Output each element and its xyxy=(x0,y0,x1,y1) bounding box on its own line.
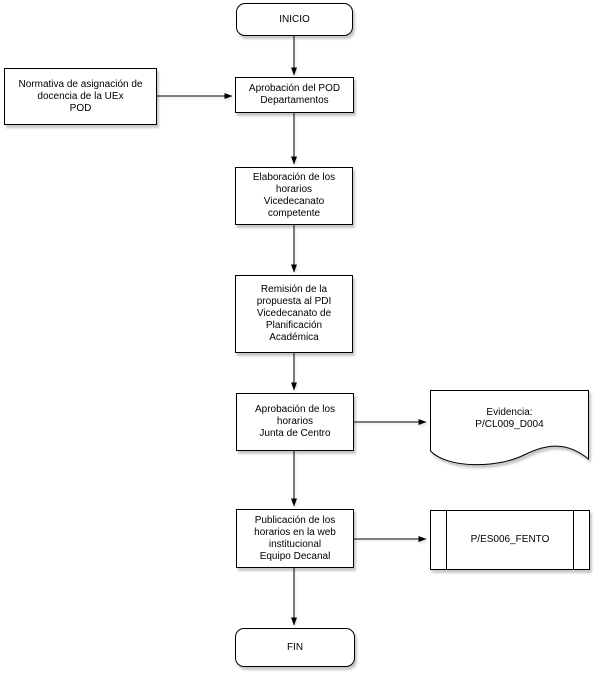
node-fento-label: P/ES006_FENTO xyxy=(470,534,550,545)
node-normativa-pod-label: Normativa de asignación de docencia de l… xyxy=(18,78,143,114)
node-fento: P/ES006_FENTO xyxy=(430,510,590,570)
node-remision-propuesta-label: Remisión de la propuesta al PDI Vicedeca… xyxy=(256,284,332,343)
node-fin: FIN xyxy=(235,628,355,667)
node-elaboracion-horarios-label: Elaboración de los horarios Vicedecanato… xyxy=(252,172,336,219)
node-inicio-label: INICIO xyxy=(279,13,310,25)
node-evidencia: Evidencia: P/CL009_D004 xyxy=(430,390,589,466)
node-aprobacion-horarios: Aprobación de los horarios Junta de Cent… xyxy=(236,393,354,451)
node-aprobacion-pod-label: Aprobación del POD Departamentos xyxy=(248,83,341,106)
node-fin-label: FIN xyxy=(286,641,304,653)
node-elaboracion-horarios: Elaboración de los horarios Vicedecanato… xyxy=(235,167,353,225)
predefined-process-right-bar xyxy=(573,511,574,569)
node-aprobacion-horarios-label: Aprobación de los horarios Junta de Cent… xyxy=(254,404,336,439)
node-publicacion-horarios: Publicación de los horarios en la web in… xyxy=(236,509,354,568)
document-shape xyxy=(430,390,589,466)
node-normativa-pod: Normativa de asignación de docencia de l… xyxy=(4,68,157,125)
node-remision-propuesta: Remisión de la propuesta al PDI Vicedeca… xyxy=(235,275,353,353)
predefined-process-left-bar xyxy=(446,511,447,569)
node-inicio: INICIO xyxy=(236,3,353,36)
node-evidencia-label: Evidencia: P/CL009_D004 xyxy=(475,407,544,430)
node-aprobacion-pod: Aprobación del POD Departamentos xyxy=(235,77,354,113)
node-publicacion-horarios-label: Publicación de los horarios en la web in… xyxy=(254,514,336,562)
